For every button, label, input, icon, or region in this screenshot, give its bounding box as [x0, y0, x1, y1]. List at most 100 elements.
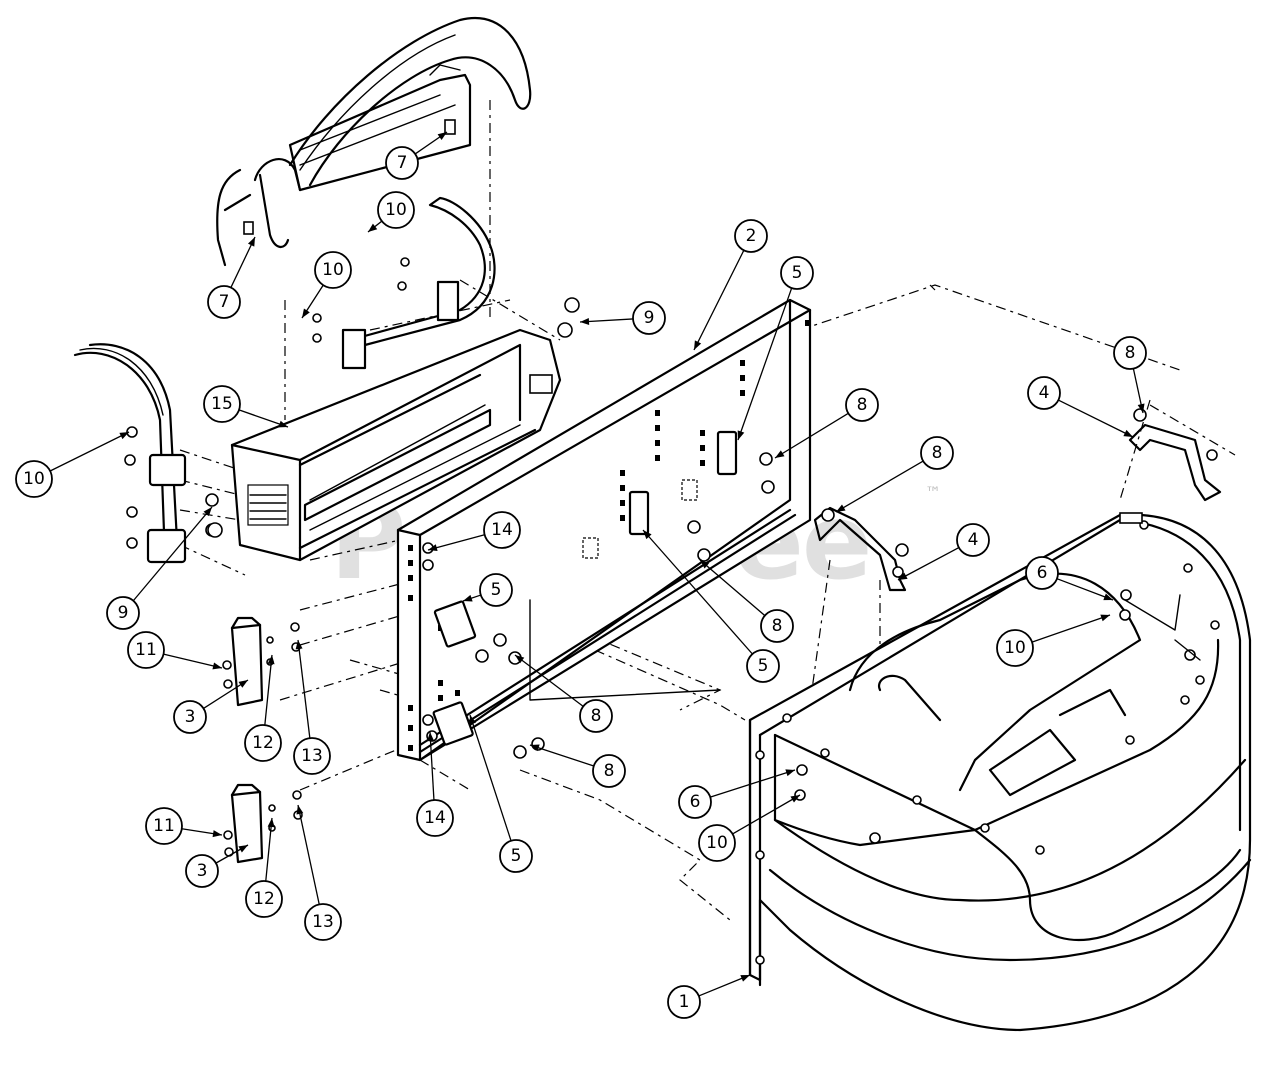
- callout-arrowhead: [368, 223, 378, 232]
- callout-label: 8: [591, 706, 602, 726]
- callout-leader: [297, 639, 311, 739]
- callout-label: 8: [932, 443, 943, 463]
- callout-leader: [429, 731, 435, 801]
- callout-arrowhead: [212, 830, 222, 838]
- callout-arrowhead: [295, 640, 303, 650]
- callout-arrowhead: [203, 507, 212, 517]
- callout-leader: [1058, 399, 1134, 438]
- callout-label: 6: [1037, 563, 1048, 583]
- callout-label: 14: [424, 808, 446, 828]
- callout-5: 5: [737, 256, 814, 441]
- callout-5: 5: [462, 573, 513, 607]
- callout-label: 10: [1004, 638, 1026, 658]
- callout-circle: [173, 700, 207, 734]
- callout-7: 7: [207, 236, 256, 319]
- callout-leader: [1056, 578, 1114, 601]
- callout-circle: [15, 460, 53, 498]
- rear-panel: [207, 297, 812, 762]
- callout-arrowhead: [790, 795, 800, 803]
- callout-arrowhead: [267, 655, 275, 665]
- callout-arrowhead: [515, 655, 525, 664]
- callout-circle: [203, 385, 241, 423]
- callout-circle: [746, 649, 780, 683]
- strap-right: [1128, 408, 1222, 502]
- callout-circle: [1025, 556, 1059, 590]
- callout-label: 10: [385, 200, 407, 220]
- callout-circle: [698, 824, 736, 862]
- callout-leader: [698, 974, 751, 997]
- callout-arrowhead: [267, 818, 275, 828]
- mount-bracket-top: [312, 196, 496, 370]
- callout-arrowhead: [737, 430, 745, 440]
- callout-leader: [699, 559, 766, 617]
- callout-label: 5: [758, 656, 769, 676]
- callout-3: 3: [185, 844, 249, 888]
- callout-label: 8: [857, 395, 868, 415]
- callout-circle: [667, 985, 701, 1019]
- callout-leader: [230, 236, 256, 288]
- callout-leader: [264, 654, 273, 726]
- callout-label: 8: [1125, 343, 1136, 363]
- callout-label: 2: [746, 226, 757, 246]
- callout-1: 1: [667, 974, 751, 1019]
- callout-leader: [774, 412, 849, 459]
- callout-circle: [632, 301, 666, 335]
- callout-circle: [304, 903, 342, 941]
- callout-label: 3: [197, 861, 208, 881]
- callout-6: 6: [1025, 556, 1114, 601]
- bag-housing: [230, 328, 562, 562]
- callout-circle: [185, 854, 219, 888]
- callout-12: 12: [245, 817, 283, 918]
- callout-arrowhead: [437, 132, 447, 140]
- callout-15: 15: [203, 385, 289, 428]
- callout-11: 11: [127, 631, 223, 670]
- callout-8: 8: [774, 388, 879, 459]
- callout-leader: [693, 250, 745, 351]
- callout-arrowhead: [1123, 429, 1133, 437]
- callout-arrowhead: [278, 420, 288, 428]
- callout-arrowhead: [119, 432, 129, 440]
- callout-3: 3: [173, 679, 249, 734]
- callout-label: 5: [491, 580, 502, 600]
- callout-8: 8: [514, 654, 613, 733]
- callout-label: 5: [792, 263, 803, 283]
- callout-label: 10: [23, 469, 45, 489]
- callout-arrowhead: [238, 680, 248, 688]
- callout-label: 7: [219, 292, 230, 312]
- callout-label: 8: [604, 761, 615, 781]
- callout-arrowhead: [694, 340, 702, 350]
- callout-label: 13: [301, 746, 323, 766]
- callout-arrowhead: [580, 317, 590, 325]
- callout-circle: [483, 511, 521, 549]
- callout-arrowhead: [212, 662, 222, 670]
- callout-arrowhead: [247, 237, 255, 247]
- callout-8: 8: [835, 436, 954, 513]
- alignment-lines: [179, 100, 1236, 921]
- callout-circle: [760, 609, 794, 643]
- callout-14: 14: [416, 731, 454, 837]
- callout-12: 12: [244, 654, 282, 762]
- callout-leader: [897, 546, 960, 581]
- callout-arrowhead: [296, 805, 304, 815]
- grass-collector: [748, 512, 1252, 1032]
- callout-arrowhead: [428, 544, 438, 552]
- callout-circle: [920, 436, 954, 470]
- callout-arrowhead: [469, 715, 477, 725]
- callout-arrowhead: [898, 572, 908, 580]
- callout-leader: [642, 529, 753, 655]
- callout-9: 9: [579, 301, 666, 335]
- callout-8: 8: [1113, 336, 1147, 414]
- callout-label: 12: [253, 889, 275, 909]
- callout-arrowhead: [302, 308, 310, 318]
- callout-leader: [710, 769, 796, 798]
- callout-arrowhead: [1103, 593, 1113, 601]
- callout-leader: [49, 431, 130, 472]
- callout-11: 11: [145, 807, 223, 845]
- callout-arrowhead: [700, 560, 710, 569]
- left-side-bracket: [73, 343, 219, 564]
- callout-circle: [377, 191, 415, 229]
- deflector-chute: [216, 17, 532, 267]
- callout-arrowhead: [238, 845, 248, 853]
